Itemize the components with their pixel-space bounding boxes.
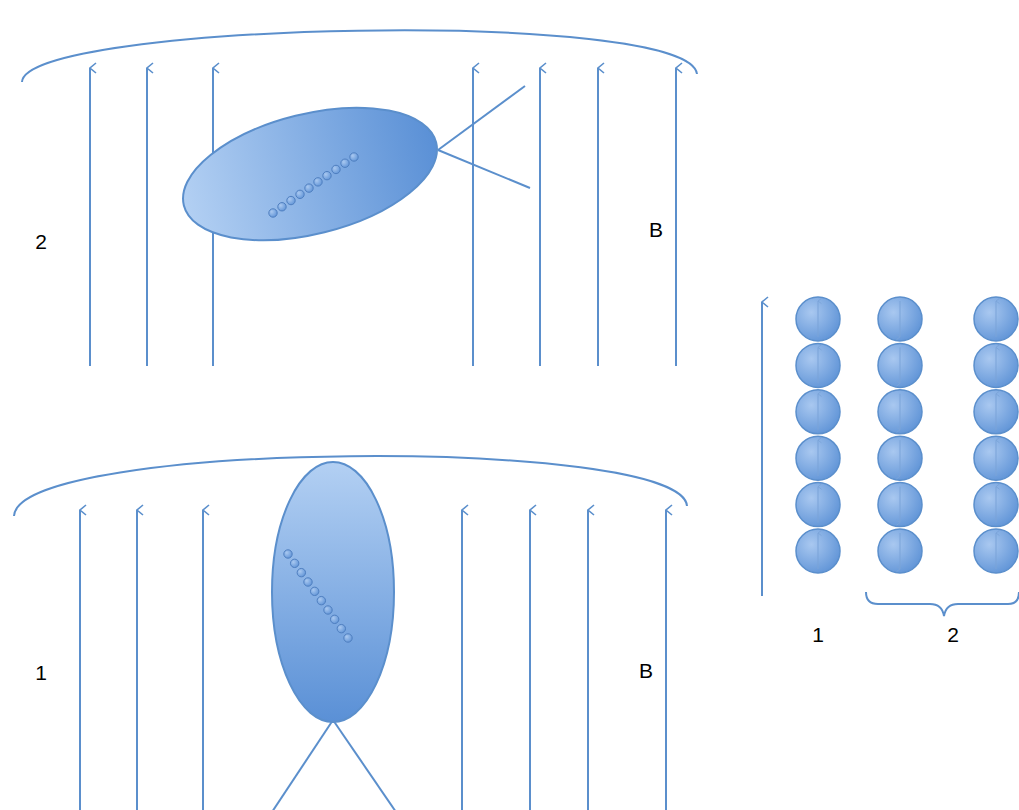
magnetic-dipole [878,343,922,387]
dipole-arrow [996,301,997,337]
dipole-arrow [996,487,997,523]
dipole-arrow [900,347,901,383]
field-label: B [649,219,663,240]
dipole-arrow [900,533,901,569]
magnetic-dipole [878,436,922,480]
dipole-arrow [818,347,819,383]
magnetosome [290,559,298,567]
dipole-arrow [996,440,997,476]
dipole-arrow [818,533,819,569]
dipole-arrow [900,394,901,430]
magnetic-dipole [878,297,922,341]
magnetic-dipole [796,483,840,527]
magnetic-dipole [796,529,840,573]
magnetic-dipole [878,390,922,434]
magnetosome [332,165,340,173]
bacterium-body [272,462,394,722]
callout-number: 2 [947,624,959,645]
magnet-arc [22,30,697,82]
magnetosome [314,178,322,186]
panel-number: 2 [35,231,47,252]
callout-number: 1 [812,624,824,645]
magnetic-dipole [796,343,840,387]
magnetic-dipole [974,529,1018,573]
magnetosome [350,153,358,161]
dipole-arrow [900,440,901,476]
flagella [438,86,530,188]
magnetic-dipole [974,297,1018,341]
field-lines [90,68,676,366]
magnetosome [287,196,295,204]
magnetic-dipole [878,483,922,527]
magnetosome [304,578,312,586]
dipole-arrow [818,301,819,337]
dipole-arrow [900,487,901,523]
magnetosome [296,190,304,198]
dipole-arrow [996,533,997,569]
magnetic-dipole [878,529,922,573]
magnetosome [324,606,332,614]
magnetic-dipole [974,483,1018,527]
magnetic-dipole [796,390,840,434]
magnetosome [317,596,325,604]
flagella [272,720,396,810]
magnetosome [297,568,305,576]
magnetosome [305,184,313,192]
panel-number: 1 [35,662,47,683]
magnetosome [323,171,331,179]
magnetic-dipole [796,297,840,341]
bacterium-body [169,84,450,263]
magnetosome [310,587,318,595]
magnetosome-chain [284,550,352,642]
magnetic-dipole [974,390,1018,434]
field-arrow [761,302,763,596]
magnetosome [269,209,277,217]
magnetic-dipole [796,436,840,480]
field-label: B [639,660,653,681]
magnetosome [341,159,349,167]
dipole-arrow [996,394,997,430]
magnetosome [330,615,338,623]
magnetosome [337,624,345,632]
dipole-arrow [900,301,901,337]
magnetosome [344,634,352,642]
magnetosome [284,550,292,558]
magnetic-dipole [974,343,1018,387]
magnetic-dipole [974,436,1018,480]
group-bracket [866,592,1019,616]
dipole-arrow [818,394,819,430]
dipole-arrow [996,347,997,383]
dipole-arrow [818,440,819,476]
dipole-chains [796,297,1018,573]
magnetosome-chain [269,153,358,217]
dipole-arrow [818,487,819,523]
magnetosome [278,203,286,211]
